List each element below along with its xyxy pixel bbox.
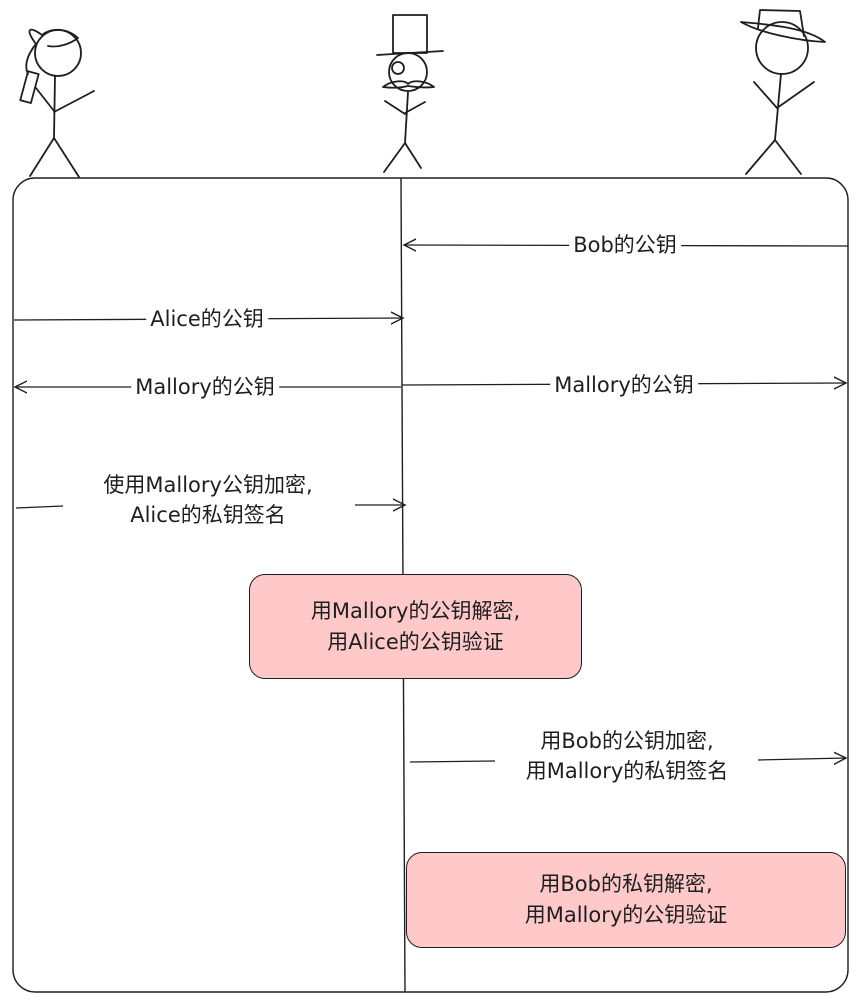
arrow-mallory-message-tail — [757, 758, 846, 760]
bob-process-line2: 用Mallory的公钥验证 — [524, 903, 728, 927]
mallory-process-line1: 用Mallory的公钥解密, — [310, 598, 521, 623]
label-mallory-pubkey-left: Mallory的公钥 — [131, 373, 279, 402]
label-mallory-message-line2: 用Mallory的私钥签名 — [525, 759, 729, 783]
label-bob-pubkey: Bob的公钥 — [569, 231, 681, 260]
label-mallory-pubkey-right: Mallory的公钥 — [550, 371, 698, 400]
arrow-alice-message — [15, 505, 64, 509]
hat-stick-figure-icon — [740, 9, 826, 175]
label-alice-message-line1: 使用Mallory公钥加密, — [103, 473, 313, 497]
arrow-mallory-message — [409, 760, 496, 763]
label-mallory-message-line1: 用Bob的公钥加密, — [540, 729, 714, 753]
bob-process-box: 用Bob的私钥解密, 用Mallory的公钥验证 — [406, 852, 846, 948]
label-mallory-message: 用Bob的公钥加密, 用Mallory的私钥签名 — [488, 726, 766, 786]
mallory-process-line2: 用Alice的公钥验证 — [327, 629, 504, 654]
label-alice-message-line2: Alice的私钥签名 — [130, 503, 286, 527]
bob-process-line1: 用Bob的私钥解密, — [539, 872, 713, 896]
mallory-process-box: 用Mallory的公钥解密, 用Alice的公钥验证 — [249, 574, 582, 679]
top-hat-mustache-stick-figure-icon — [376, 14, 444, 173]
frame-border — [12, 177, 849, 993]
label-alice-pubkey: Alice的公钥 — [146, 305, 268, 334]
woman-stick-figure-icon — [19, 28, 95, 178]
middle-lifeline — [400, 177, 406, 993]
label-alice-message: 使用Mallory公钥加密, Alice的私钥签名 — [58, 470, 358, 530]
